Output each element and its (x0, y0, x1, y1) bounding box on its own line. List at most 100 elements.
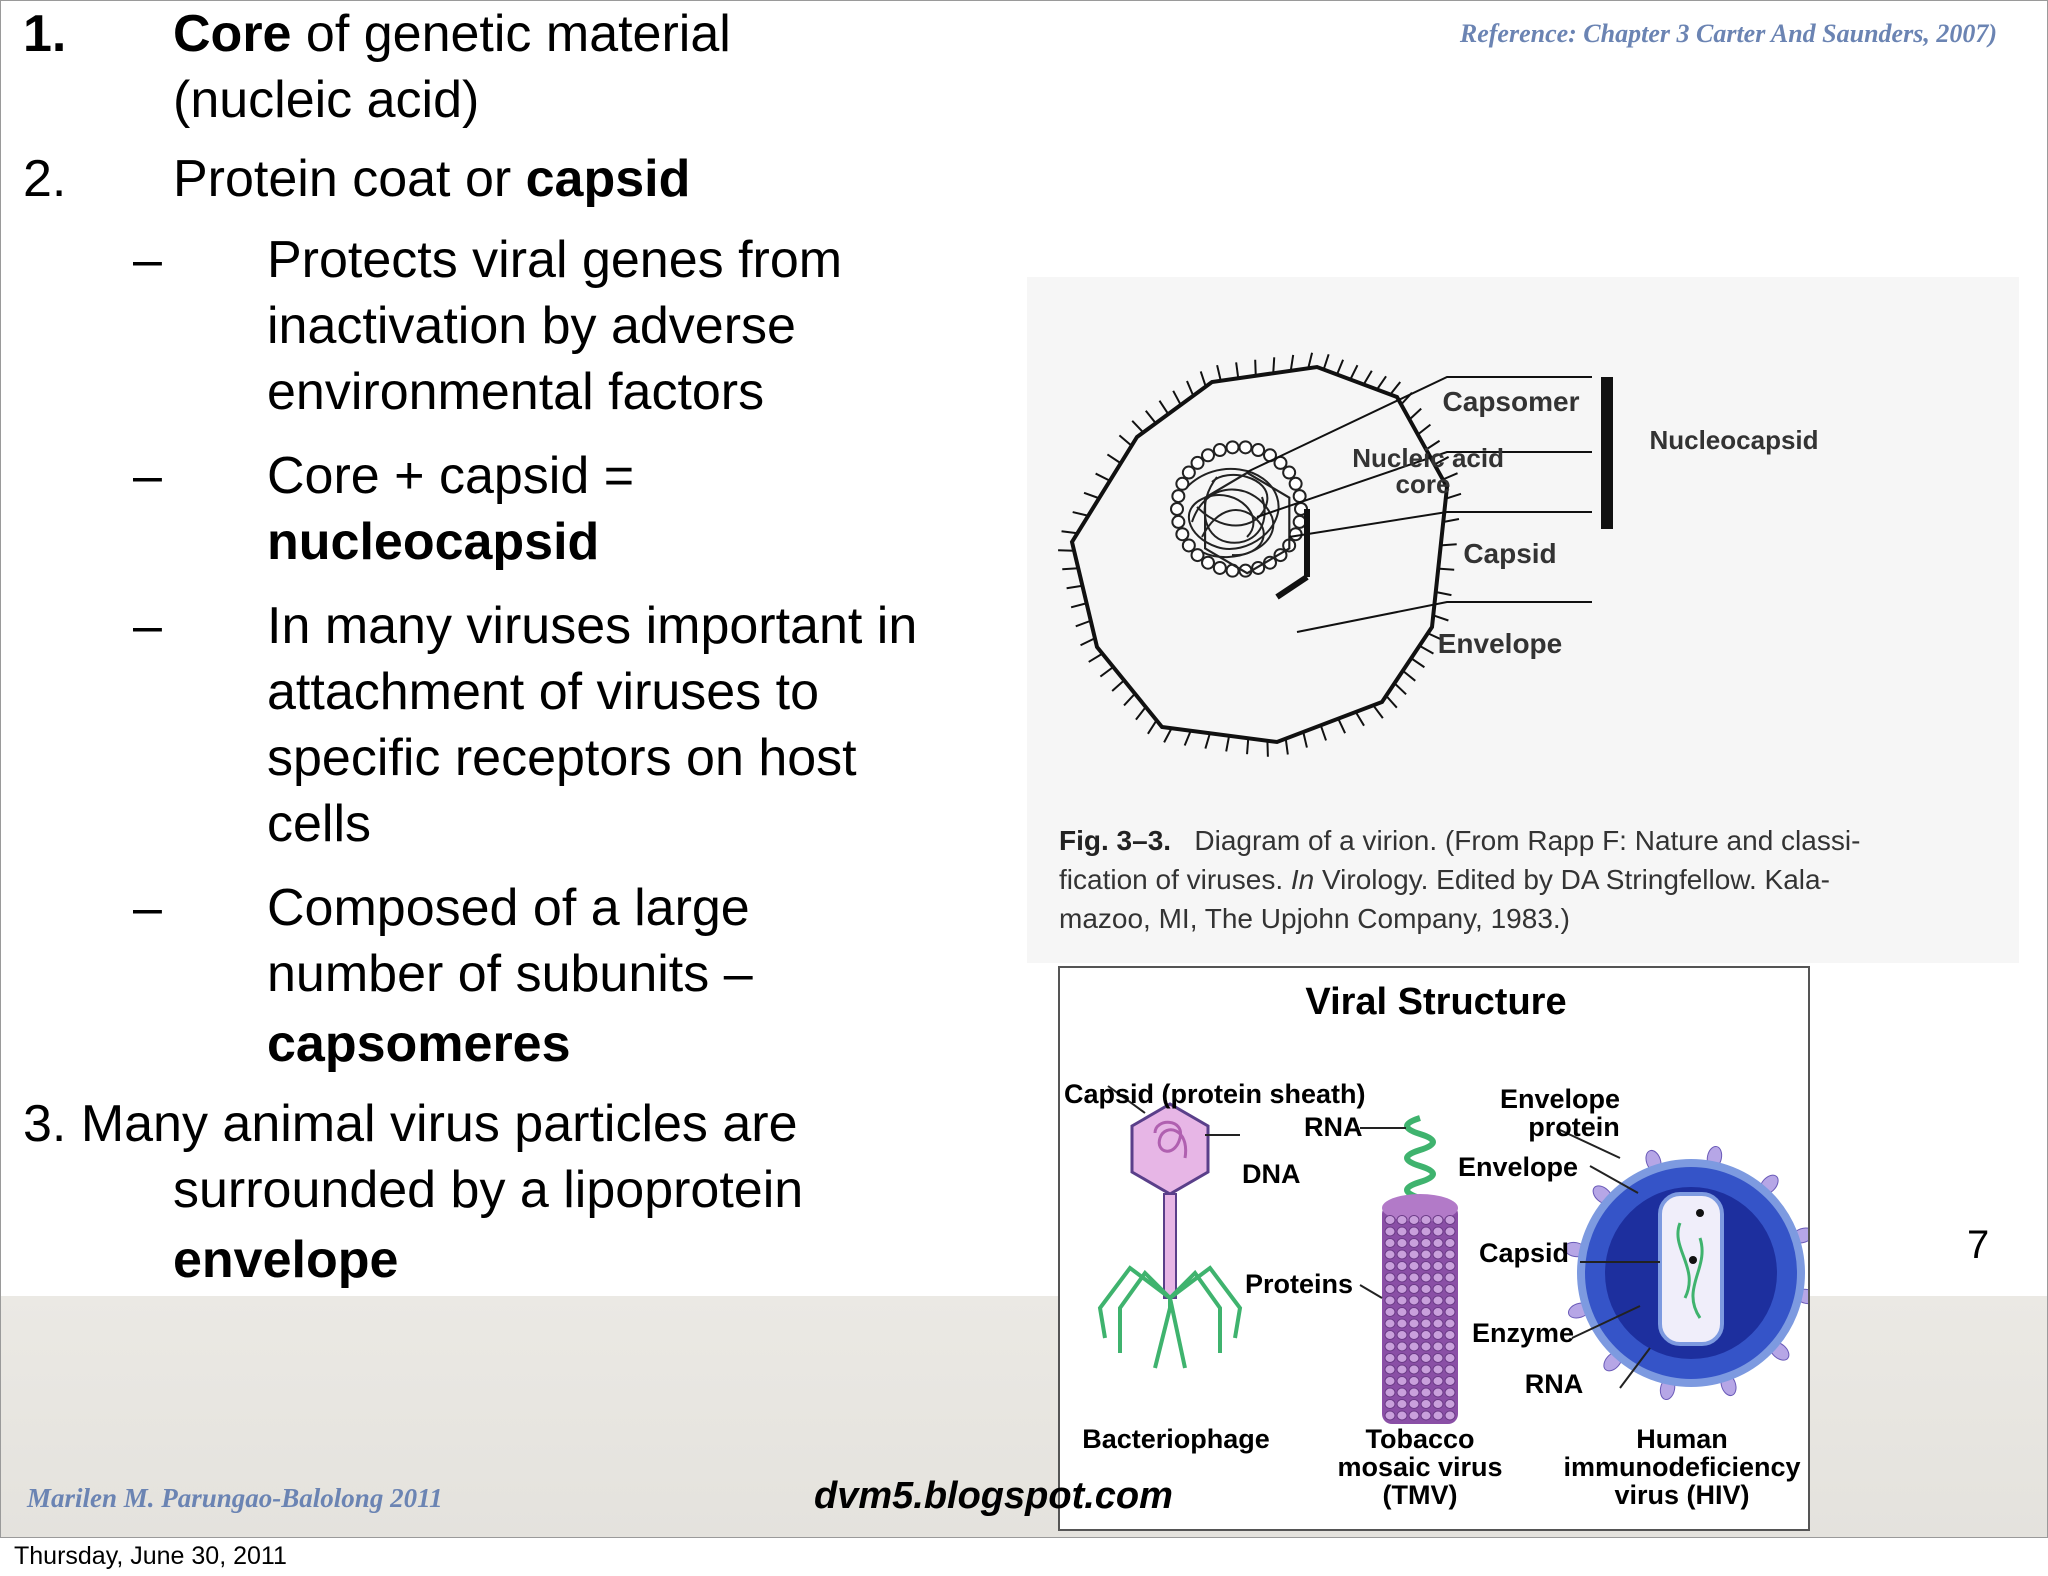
sub-2-line-1: Core + capsid = (267, 447, 635, 505)
tmv-subunit (1444, 1238, 1456, 1248)
tmv-subunit (1432, 1353, 1444, 1363)
sub-1-line-3: environmental factors (267, 363, 765, 421)
capsomere (1190, 455, 1205, 470)
envelope-spike (1440, 543, 1457, 547)
tmv-subunit (1420, 1261, 1432, 1271)
envelope-spike (1438, 567, 1455, 571)
tmv-subunit (1432, 1318, 1444, 1329)
page-number: 7 (1967, 1223, 1990, 1267)
envelope-spike (1199, 371, 1207, 387)
tmv-subunit (1420, 1330, 1432, 1340)
reference-note: Reference: Chapter 3 Carter And Saunders… (1459, 19, 1997, 48)
capsomere (1175, 527, 1190, 542)
envelope-spike (1083, 491, 1100, 500)
capsomere (1225, 440, 1240, 455)
tmv-subunit (1408, 1353, 1420, 1363)
tmv-subunit (1384, 1238, 1396, 1248)
capsomere (1175, 476, 1190, 491)
tmv-subunit (1420, 1387, 1432, 1398)
sub-bullet-dash-1: – (133, 231, 162, 289)
bacteriophage-illustration (1097, 1085, 1243, 1369)
label-capsid-sheath: Capsid (protein sheath) (1064, 1079, 1366, 1109)
item-3-line-2: surrounded by a lipoprotein (173, 1161, 804, 1219)
tmv-subunit (1384, 1272, 1396, 1283)
tmv-subunit (1432, 1238, 1444, 1248)
tmv-subunit (1396, 1226, 1408, 1237)
tmv-subunit (1444, 1215, 1456, 1225)
item-1-number: 1. (23, 5, 67, 63)
tmv-subunit (1444, 1318, 1456, 1329)
envelope-spike (1307, 352, 1314, 369)
label-enzyme: Enzyme (1472, 1318, 1574, 1348)
capsomere (1201, 448, 1215, 463)
envelope-spike (1419, 644, 1434, 655)
item-1-rest: of genetic material (291, 5, 731, 63)
envelope-spike (1062, 567, 1079, 571)
tmv-subunit (1432, 1226, 1444, 1237)
envelope-spike (1163, 727, 1173, 743)
tmv-subunit (1408, 1226, 1420, 1237)
item-3-line-3: envelope (173, 1231, 399, 1289)
envelope-spike (1385, 695, 1398, 709)
tmv-subunit (1396, 1272, 1408, 1283)
envelope-spike (1066, 584, 1083, 590)
sub-3-line-2: attachment of viruses to (267, 663, 820, 721)
hiv-illustration (1559, 1129, 1819, 1401)
caption-line-3: mazoo, MI, The Upjohn Company, 1983.) (1059, 903, 1570, 934)
tmv-subunit (1396, 1238, 1408, 1248)
envelope-spike (1417, 423, 1432, 436)
tmv-subunit (1432, 1295, 1444, 1306)
tmv-subunit (1420, 1226, 1432, 1237)
tmv-subunit (1420, 1364, 1432, 1375)
tmv-subunit (1432, 1215, 1444, 1225)
tmv-subunit (1408, 1330, 1420, 1340)
tmv-subunit (1444, 1341, 1456, 1352)
tmv-subunit (1396, 1307, 1408, 1317)
tmv-subunit (1408, 1376, 1420, 1386)
label-envelope-protein-1: Envelope (1500, 1084, 1620, 1114)
tmv-subunit (1444, 1399, 1456, 1409)
capsomere (1201, 555, 1215, 570)
capsomere (1282, 465, 1297, 480)
tmv-subunit (1408, 1341, 1420, 1352)
tmv-subunit (1396, 1249, 1408, 1260)
tmv-subunit (1396, 1215, 1408, 1225)
tmv-subunit (1444, 1387, 1456, 1398)
tmv-subunit (1432, 1387, 1444, 1398)
tmv-subunit (1444, 1364, 1456, 1375)
tmv-subunit (1432, 1249, 1444, 1260)
envelope-spike (1111, 679, 1125, 692)
tmv-illustration (1359, 1115, 1458, 1424)
capsomere (1288, 527, 1303, 542)
name-hiv-3: virus (HIV) (1614, 1480, 1749, 1510)
envelope-spike (1442, 472, 1458, 481)
tmv-subunit (1444, 1226, 1456, 1237)
tmv-subunit (1384, 1364, 1396, 1375)
tmv-subunit (1420, 1410, 1432, 1421)
envelope-spike (1410, 657, 1425, 669)
envelope-spike (1402, 669, 1416, 682)
tmv-subunit (1420, 1399, 1432, 1409)
tmv-subunit (1444, 1284, 1456, 1294)
envelope-spike (1434, 456, 1450, 466)
envelope-spike (1135, 706, 1147, 721)
envelope-spike (1336, 359, 1345, 375)
tmv-subunit (1420, 1295, 1432, 1306)
tmv-subunit (1444, 1295, 1456, 1306)
envelope-spike (1393, 682, 1407, 696)
tmv-subunit (1420, 1284, 1432, 1294)
tmv-subunit (1384, 1399, 1396, 1409)
envelope-spike (1337, 718, 1346, 734)
caption-line-1: Fig. 3–3. Diagram of a virion. (From Rap… (1059, 821, 1999, 860)
caption-fig-number: Fig. 3–3. (1059, 825, 1172, 856)
envelope-spike (1246, 738, 1250, 755)
label-rna-top: RNA (1304, 1112, 1363, 1142)
tmv-subunit (1396, 1364, 1408, 1375)
envelope-spike (1225, 735, 1231, 752)
viral-structure-diagram: Viral Structure (1064, 981, 1819, 1510)
sub-1-line-2: inactivation by adverse (267, 297, 796, 355)
tmv-subunit (1384, 1410, 1396, 1421)
envelope-spike (1106, 453, 1122, 465)
envelope-spike (1118, 434, 1133, 447)
envelope-spike (1362, 370, 1373, 386)
